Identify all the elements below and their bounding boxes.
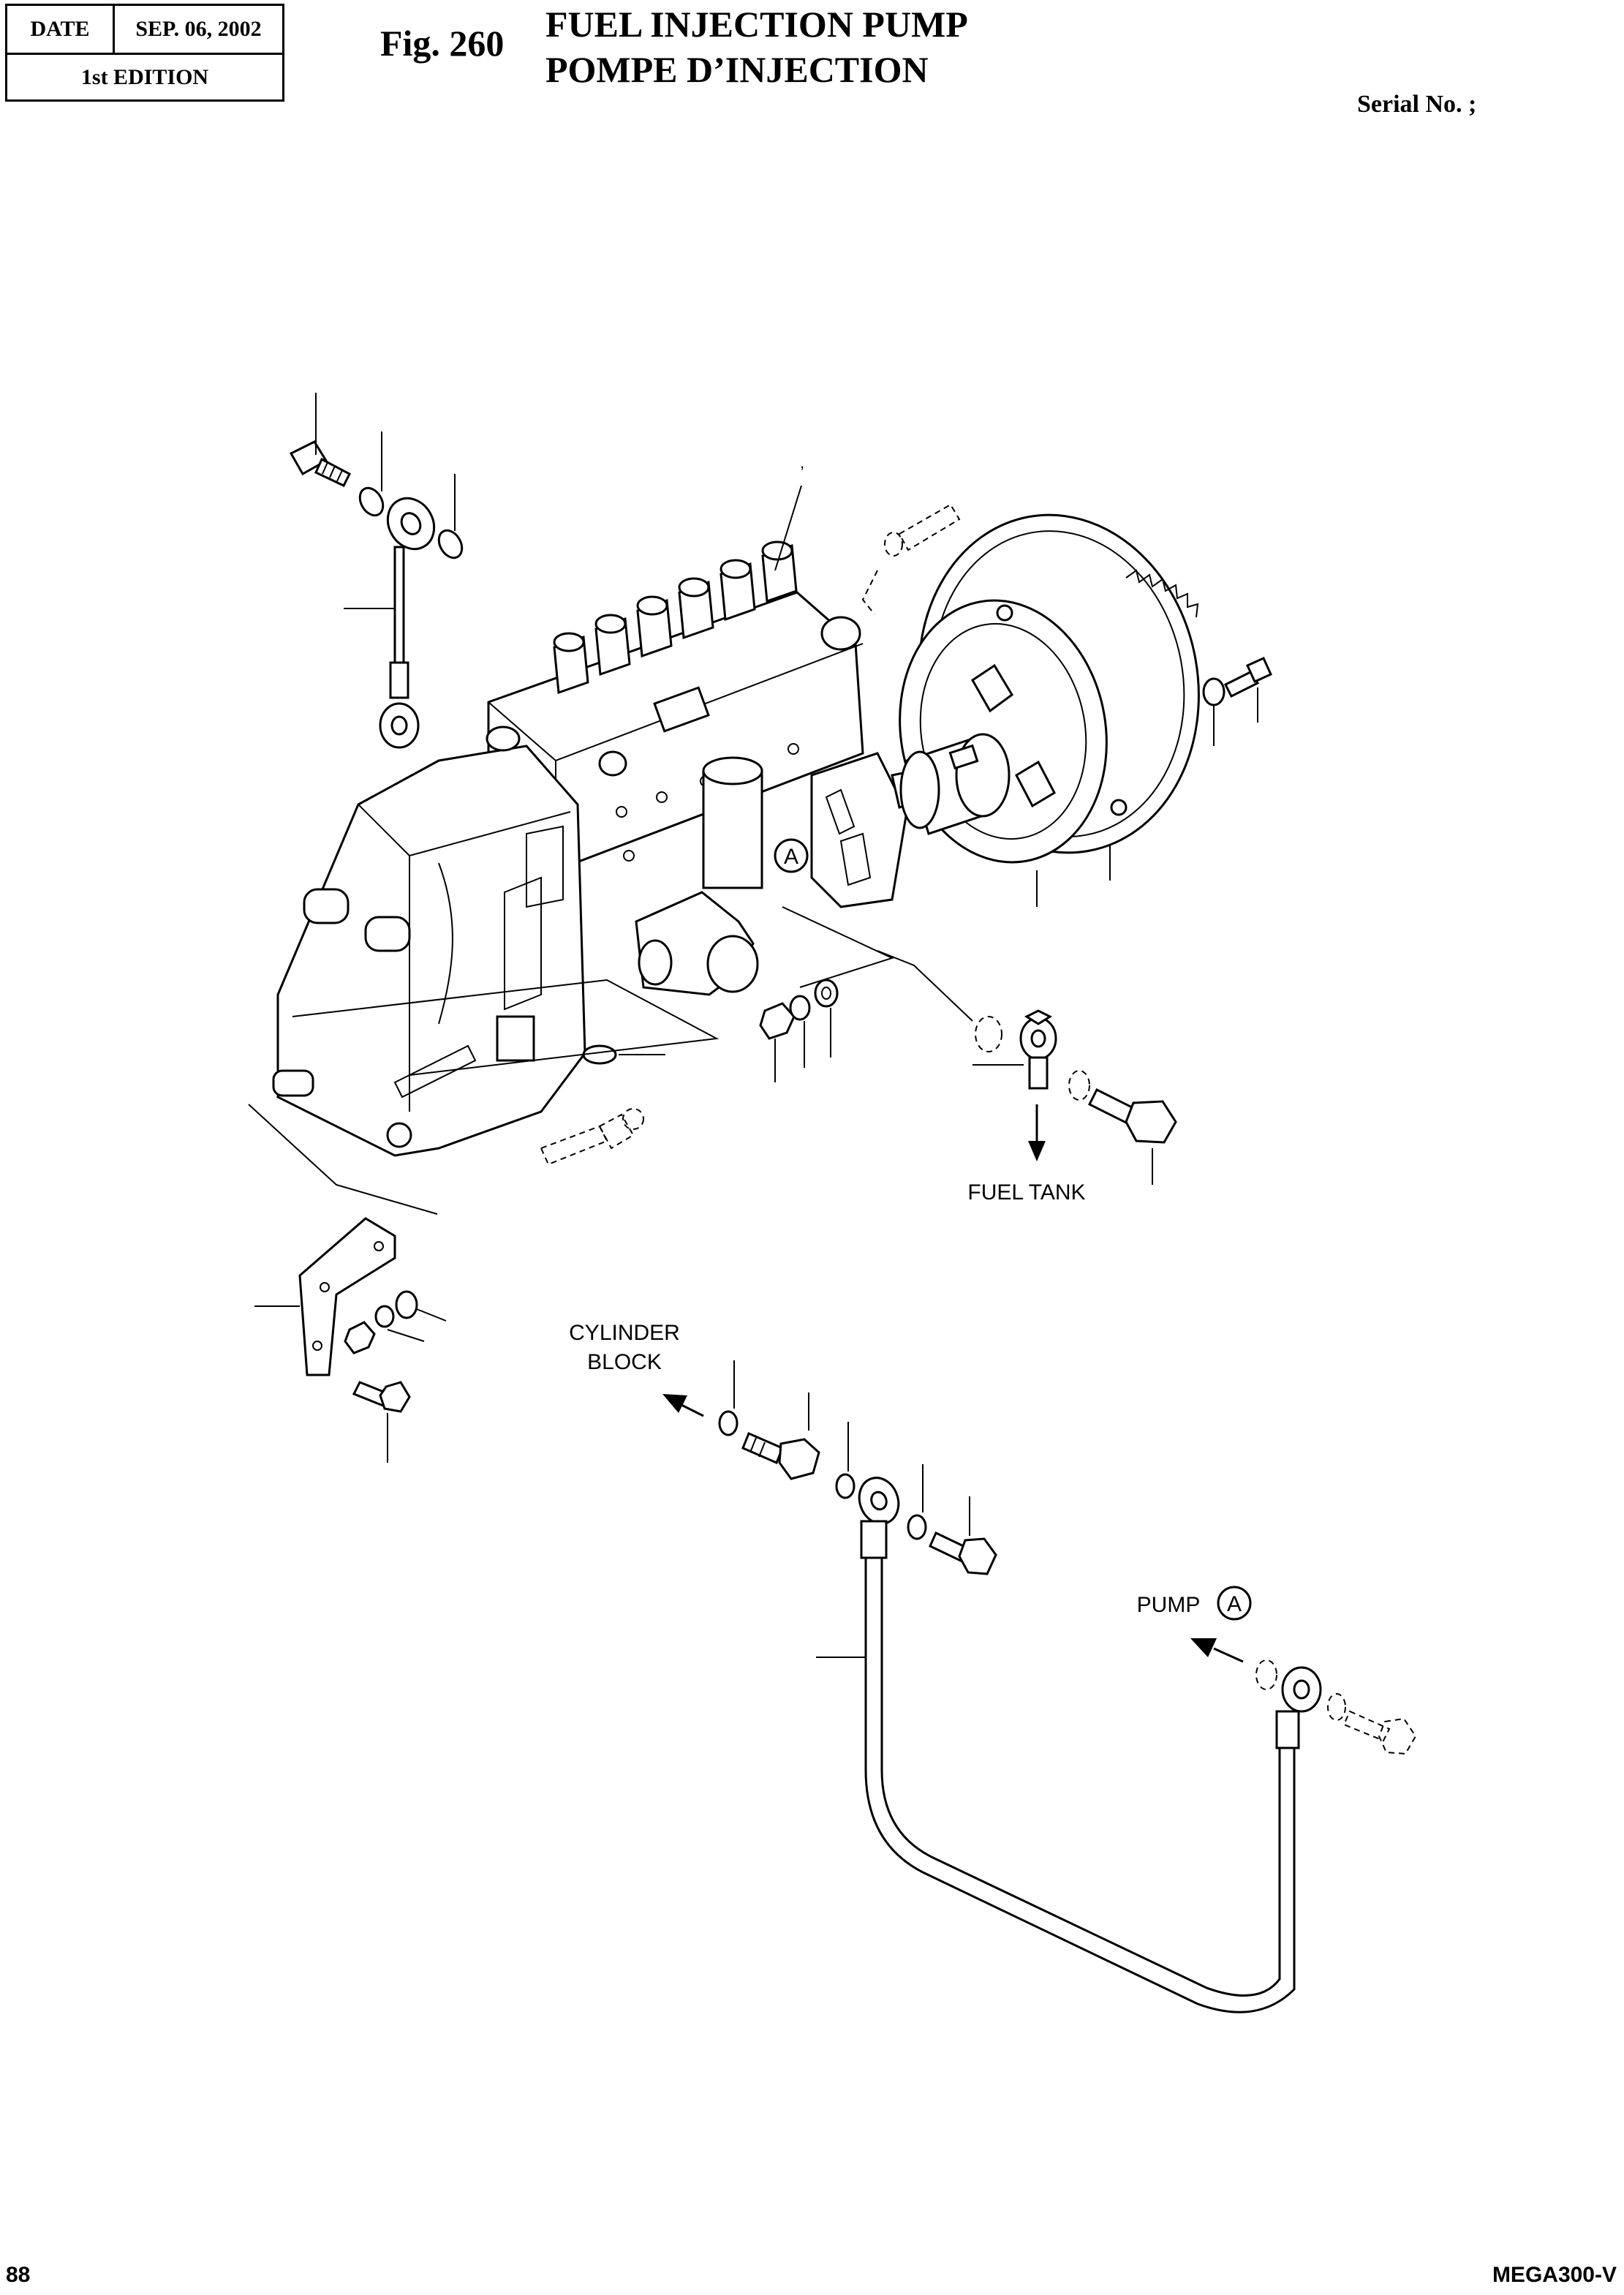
svg-text:A: A — [1227, 1592, 1242, 1616]
pump-arrow — [1190, 1638, 1244, 1663]
date-label: DATE — [7, 6, 115, 53]
nut-washers-center — [759, 979, 839, 1040]
bolt-return-pipe — [929, 1531, 997, 1575]
return-pipe-long — [860, 1520, 1300, 2013]
figure-number: Fig. 260 — [380, 23, 505, 64]
title-french: POMPE D’INJECTION — [545, 49, 929, 90]
cylinder-block-label-line2: BLOCK — [587, 1350, 662, 1374]
injection-pump-body — [272, 540, 937, 1157]
group-bracket-line — [248, 1104, 438, 1215]
cylinder-block-arrow — [662, 1394, 704, 1417]
serial-number-label: Serial No. ; — [1357, 91, 1477, 118]
bolt-fuel-tank — [1087, 1088, 1177, 1144]
banjo-fitting-top — [386, 497, 436, 551]
date-edition-box: DATE SEP. 06, 2002 1st EDITION — [5, 4, 284, 102]
leader-line — [416, 1308, 447, 1322]
title-english: FUEL INJECTION PUMP — [545, 4, 968, 45]
fuel-pipe-short — [379, 546, 420, 749]
washer-cylinder-1 — [718, 1410, 739, 1436]
stray-mark: , — [800, 453, 804, 472]
model-name: MEGA300-V — [1492, 2263, 1617, 2287]
page-number: 88 — [6, 2263, 31, 2287]
washer-top-2 — [437, 529, 464, 559]
edition-label: 1st EDITION — [80, 64, 209, 89]
pump-callout-a: A — [1217, 1586, 1252, 1621]
washer-cylinder-3 — [907, 1514, 927, 1540]
ghost-bolt-lower — [540, 1108, 644, 1166]
ghost-bolt-top — [861, 503, 961, 615]
nut-washer-bracket — [344, 1290, 418, 1354]
cylinder-block-label-line1: CYLINDER — [569, 1321, 680, 1345]
leader-line — [877, 950, 973, 1022]
fuel-tank-arrow — [1028, 1104, 1046, 1161]
date-row: DATE SEP. 06, 2002 — [7, 6, 282, 55]
leader-line — [387, 1329, 425, 1342]
washer-top-1 — [358, 486, 385, 517]
group-bracket-line — [782, 906, 894, 988]
banjo-bolt-top — [289, 440, 351, 487]
banjo-pump-end — [1255, 1659, 1417, 1755]
fuel-tank-label: FUEL TANK — [967, 1180, 1085, 1205]
date-value: SEP. 06, 2002 — [135, 17, 262, 41]
washer-lower — [582, 1044, 617, 1065]
banjo-fuel-tank — [975, 1009, 1057, 1090]
bolt-bracket — [352, 1381, 411, 1413]
svg-text:A: A — [784, 845, 798, 869]
washer-cylinder-2 — [835, 1473, 856, 1499]
delivery-valves — [553, 540, 798, 695]
group-bracket-line — [292, 979, 720, 1076]
callout-a: A — [774, 838, 809, 873]
ghost-washer — [1068, 1070, 1090, 1101]
drive-hub — [899, 733, 1011, 835]
mounting-bracket — [298, 1217, 396, 1376]
connector-bolt — [741, 1432, 820, 1480]
leader-line — [774, 485, 802, 571]
gear-bolt — [1202, 657, 1272, 706]
pump-label: PUMP — [1137, 1593, 1201, 1617]
